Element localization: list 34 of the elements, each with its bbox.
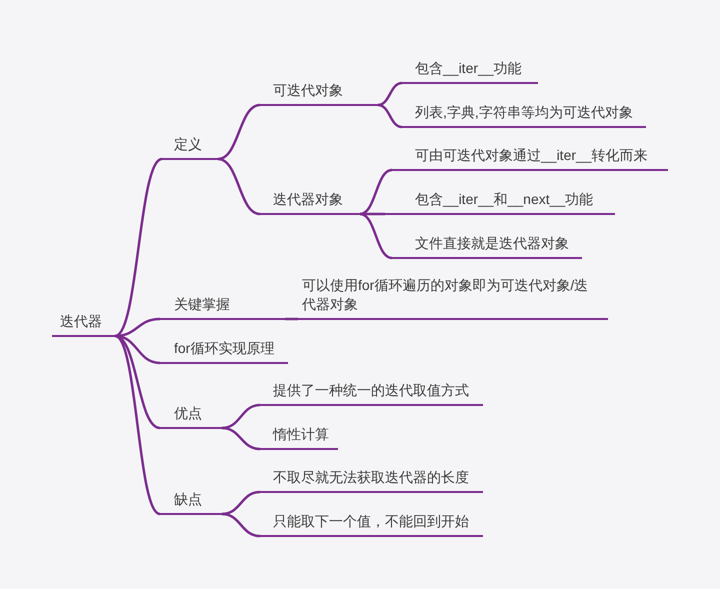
branch-line	[360, 168, 392, 216]
branch-topic: 定义	[162, 135, 218, 160]
branch-topic: 关键掌握	[160, 295, 285, 320]
subtopic: 可以使用for循环遍历的对象即为可迭代对象/迭代器对象	[298, 276, 608, 320]
branch-line	[285, 318, 298, 320]
branch-topic: 优点	[160, 404, 222, 430]
branch-line	[378, 104, 402, 128]
subtopic: 不取尽就无法获取迭代器的长度	[260, 468, 483, 494]
branch-line	[360, 212, 392, 260]
subtopic: 提供了一种统一的迭代取值方式	[260, 381, 483, 406]
subtopic: 包含__iter__和__next__功能	[385, 190, 615, 216]
branch-line	[218, 104, 260, 160]
branch-line	[114, 334, 160, 430]
branch-line	[222, 512, 260, 538]
subtopic: 只能取下一个值，不能回到开始	[260, 512, 483, 538]
branch-topic: for循环实现原理	[160, 339, 288, 364]
branch-topic: 缺点	[160, 490, 222, 516]
branch-line	[222, 490, 260, 516]
branch-line	[378, 82, 402, 106]
branch-line	[222, 426, 260, 450]
subtopic: 包含__iter__功能	[402, 59, 538, 84]
subtopic: 惰性计算	[260, 425, 338, 450]
central-topic: 迭代器	[52, 312, 115, 338]
subtopic: 文件直接就是迭代器对象	[392, 234, 582, 260]
subtopic: 可迭代对象	[260, 81, 378, 106]
subtopic: 迭代器对象	[260, 190, 360, 216]
branch-line	[114, 318, 160, 338]
subtopic: 可由可迭代对象通过__iter__转化而来	[392, 146, 668, 172]
subtopic: 列表,字典,字符串等均为可迭代对象	[402, 103, 646, 128]
branch-line	[114, 334, 161, 516]
branch-line	[218, 158, 260, 216]
branch-line	[360, 212, 385, 216]
branch-line	[222, 404, 260, 430]
branch-line	[114, 158, 163, 338]
